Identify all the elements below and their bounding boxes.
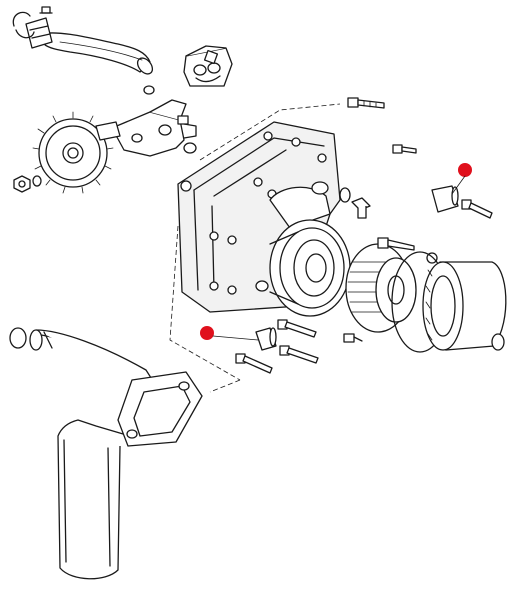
pump-dowel [177, 115, 189, 125]
upper-pipe [25, 17, 154, 75]
oil-pump-gear [32, 111, 114, 194]
oil-filter-cap [422, 261, 507, 351]
drain-plug [351, 197, 371, 219]
bolt-upper-2 [392, 144, 417, 154]
oil-filter-element [345, 243, 417, 333]
upper-pipe-clip [12, 11, 35, 39]
bolt-lower-2 [279, 345, 319, 364]
bolt-right [461, 199, 493, 219]
spacer-sleeve-left [255, 327, 277, 351]
pickup-flange [117, 371, 203, 447]
small-screw-top [39, 6, 53, 14]
gasket-outline [169, 103, 341, 393]
drain-plug-oring [339, 187, 351, 203]
cover-bolt-head [255, 280, 269, 292]
cover-thermostat-neck [269, 181, 331, 229]
leader-line-right [451, 175, 466, 195]
leader-line-left [212, 335, 259, 341]
pickup-oring [9, 327, 27, 349]
small-oring-right [426, 252, 438, 264]
pump-oring [183, 142, 197, 154]
oil-pump-body [95, 99, 197, 157]
bolt-upper-1 [347, 97, 385, 109]
water-pump-pulley [269, 219, 351, 317]
small-screw-lower [343, 333, 363, 343]
bolt-lower-3 [235, 353, 273, 374]
spacer-sleeve-right [431, 185, 459, 213]
highlight-marker-right [458, 163, 472, 177]
pipe-bracket [183, 45, 233, 87]
highlight-marker-left [200, 326, 214, 340]
oil-pickup-tube [29, 329, 161, 580]
small-oring-top [143, 85, 155, 95]
filter-bolt [377, 237, 415, 251]
bolt-lower-1 [277, 319, 317, 338]
gear-nut [13, 175, 42, 193]
